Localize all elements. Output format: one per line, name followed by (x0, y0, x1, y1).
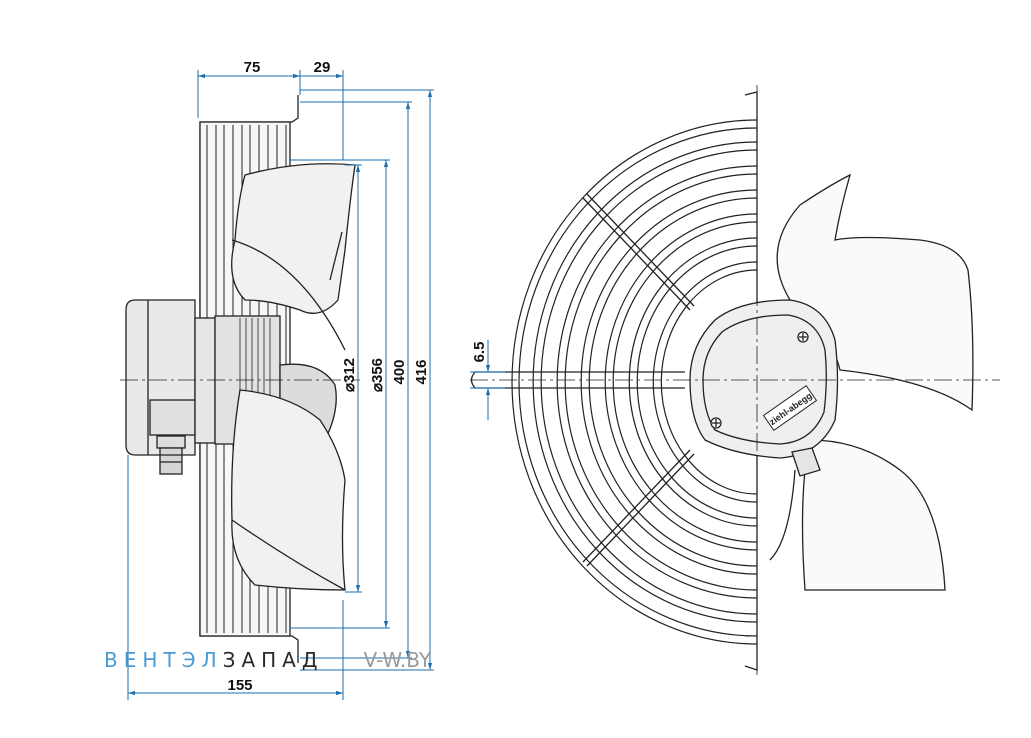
blade-front-2 (801, 439, 946, 591)
blade-upper (231, 163, 356, 314)
dimension-lines (127, 70, 505, 700)
dim-400-label: 400 (391, 359, 408, 384)
watermark-part3: V-W.BY (363, 648, 431, 672)
dim-155-label: 155 (227, 677, 252, 694)
dim-75-label: 75 (244, 59, 261, 76)
front-view (470, 91, 974, 671)
blade-front-1 (776, 173, 974, 412)
watermark-part1: ВЕНТЭЛ (104, 648, 223, 672)
cable-gland (149, 399, 196, 436)
watermark-part2: ЗАПАД (223, 648, 324, 672)
guard-rings (511, 119, 758, 645)
dim-416-label: 416 (413, 359, 430, 384)
dim-312-label: ⌀312 (341, 358, 358, 392)
watermark: ВЕНТЭЛЗАПАД V-W.BY (104, 648, 432, 672)
dim-356-label: ⌀356 (369, 358, 386, 392)
side-view (125, 95, 356, 663)
dim-29-label: 29 (314, 59, 331, 76)
dim-6-5-label: 6.5 (471, 342, 488, 363)
motor-body-front (689, 299, 839, 459)
